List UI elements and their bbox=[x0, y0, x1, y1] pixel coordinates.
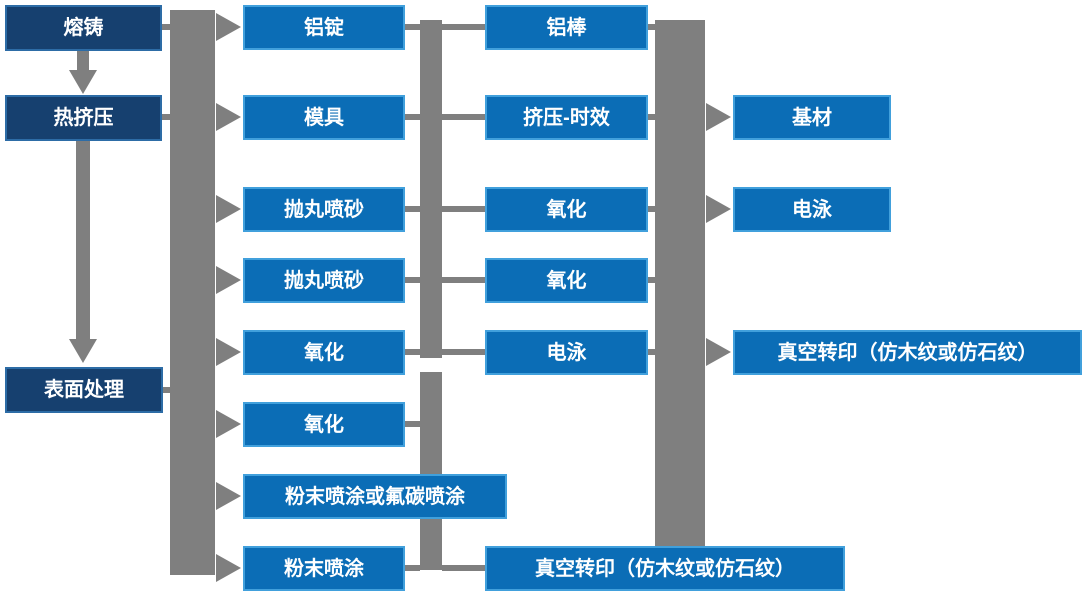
right-arrow-icon bbox=[216, 338, 241, 366]
node-vacuum-transfer-print-1: 真空转印（仿木纹或仿石纹） bbox=[485, 546, 845, 591]
left-trunk-connector bbox=[170, 10, 215, 575]
extrusion-to-surface-stem bbox=[76, 141, 90, 339]
node-label: 铝锭 bbox=[304, 16, 344, 39]
node-label: 抛丸喷砂 bbox=[284, 269, 364, 292]
stub-melt-to-trunk bbox=[162, 24, 171, 30]
right-arrow-icon bbox=[706, 195, 731, 223]
right-arrow-icon bbox=[216, 266, 241, 294]
stub-col2-to-mid-trunk bbox=[405, 24, 420, 30]
node-label: 电泳 bbox=[792, 198, 832, 221]
stub-mid-trunk-to-col3 bbox=[442, 277, 485, 283]
right-trunk-connector bbox=[655, 20, 705, 547]
node-powder-or-fluorocarbon-coating: 粉末喷涂或氟碳喷涂 bbox=[243, 474, 507, 519]
stub-col3-to-right-trunk bbox=[648, 114, 655, 120]
node-electrophoresis-1: 电泳 bbox=[485, 330, 648, 375]
stub-col2-to-mid-trunk bbox=[405, 277, 420, 283]
node-label: 真空转印（仿木纹或仿石纹） bbox=[777, 341, 1038, 364]
node-label: 挤压-时效 bbox=[523, 106, 610, 129]
node-powder-coating: 粉末喷涂 bbox=[243, 546, 405, 591]
right-arrow-icon bbox=[216, 410, 241, 438]
node-shot-blasting-2: 抛丸喷砂 bbox=[243, 258, 405, 303]
stub-mid-trunk-to-col3 bbox=[442, 206, 485, 212]
node-aluminum-ingot: 铝锭 bbox=[243, 5, 405, 50]
node-anodizing-3: 氧化 bbox=[485, 187, 648, 232]
stub-col3-to-right-trunk bbox=[648, 277, 655, 283]
node-aluminum-rod: 铝棒 bbox=[485, 5, 648, 50]
node-label: 粉末喷涂 bbox=[284, 557, 364, 580]
stub-col3-to-right-trunk bbox=[648, 24, 655, 30]
node-label: 热挤压 bbox=[53, 107, 114, 129]
mid-trunk-lower-connector bbox=[420, 372, 442, 570]
melt-to-extrusion-stem bbox=[77, 51, 89, 72]
stub-col2-to-mid-trunk bbox=[405, 114, 420, 120]
node-surface-treatment: 表面处理 bbox=[5, 367, 163, 413]
node-label: 真空转印（仿木纹或仿石纹） bbox=[535, 557, 795, 580]
node-label: 基材 bbox=[792, 106, 832, 129]
down-arrow-icon bbox=[69, 70, 97, 94]
stub-col3-to-right-trunk bbox=[648, 349, 655, 355]
node-melt-casting: 熔铸 bbox=[5, 5, 162, 51]
node-label: 电泳 bbox=[546, 341, 587, 364]
stub-extrusion-to-trunk bbox=[162, 114, 171, 120]
node-label: 氧化 bbox=[546, 269, 587, 292]
right-arrow-icon bbox=[216, 554, 241, 582]
right-arrow-icon bbox=[216, 103, 241, 131]
node-base-material: 基材 bbox=[733, 95, 891, 140]
right-arrow-icon bbox=[216, 13, 241, 41]
node-label: 熔铸 bbox=[63, 17, 104, 39]
right-arrow-icon bbox=[706, 338, 731, 366]
node-vacuum-transfer-print-2: 真空转印（仿木纹或仿石纹） bbox=[733, 330, 1082, 375]
stub-mid-trunk-to-col3 bbox=[442, 114, 485, 120]
node-label: 铝棒 bbox=[546, 16, 587, 39]
node-label: 粉末喷涂或氟碳喷涂 bbox=[285, 485, 465, 508]
stub-col2-to-mid-trunk bbox=[405, 565, 420, 571]
node-label: 氧化 bbox=[304, 413, 344, 436]
node-label: 氧化 bbox=[304, 341, 344, 364]
right-arrow-icon bbox=[216, 482, 241, 510]
mid-trunk-upper-connector bbox=[420, 20, 442, 358]
node-label: 抛丸喷砂 bbox=[284, 198, 364, 221]
node-label: 模具 bbox=[304, 106, 344, 129]
right-arrow-icon bbox=[216, 195, 241, 223]
node-anodizing-2: 氧化 bbox=[243, 402, 405, 447]
node-extrusion-aging: 挤压-时效 bbox=[485, 95, 648, 140]
stub-surface-to-trunk bbox=[163, 387, 171, 393]
stub-col2-to-mid-trunk bbox=[405, 206, 420, 212]
node-anodizing-4: 氧化 bbox=[485, 258, 648, 303]
node-electrophoresis-2: 电泳 bbox=[733, 187, 891, 232]
node-label: 表面处理 bbox=[44, 379, 124, 401]
right-arrow-icon bbox=[706, 103, 731, 131]
stub-mid-trunk-to-col3 bbox=[442, 24, 485, 30]
stub-mid-trunk-to-col3 bbox=[442, 565, 485, 571]
stub-col3-to-right-trunk bbox=[648, 206, 655, 212]
node-shot-blasting-1: 抛丸喷砂 bbox=[243, 187, 405, 232]
stub-col2-to-mid-trunk bbox=[405, 421, 420, 427]
down-arrow-icon bbox=[69, 339, 97, 363]
node-label: 氧化 bbox=[546, 198, 587, 221]
node-die: 模具 bbox=[243, 95, 405, 140]
node-anodizing-1: 氧化 bbox=[243, 330, 405, 375]
stub-col2-to-mid-trunk bbox=[405, 349, 420, 355]
stub-mid-trunk-to-col3 bbox=[442, 349, 485, 355]
node-hot-extrusion: 热挤压 bbox=[5, 95, 162, 141]
